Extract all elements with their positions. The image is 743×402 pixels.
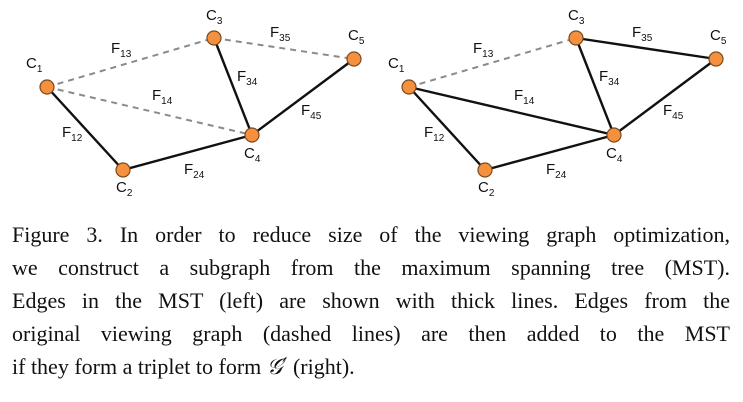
left-edge-f24 (122, 133, 253, 172)
left-edge-label-f34: F34 (237, 68, 258, 88)
left-node-c4 (244, 127, 260, 143)
right-edge-f13 (408, 37, 577, 88)
right-node-label-c5: C5 (710, 27, 727, 47)
left-edge-label-f12: F12 (62, 124, 83, 144)
right-edge-f45 (613, 58, 717, 136)
right-node-c3 (568, 30, 584, 46)
right-edge-label-f45: F45 (663, 102, 684, 122)
left-node-c5 (346, 51, 362, 67)
right-edge-label-f14: F14 (514, 87, 535, 107)
caption-line-2: we construct a subgraph from the maximum… (12, 255, 730, 280)
right-node-label-c2: C2 (478, 179, 495, 199)
right-edge-f14 (408, 85, 615, 137)
caption-line-4: original viewing graph (dashed lines) ar… (12, 321, 730, 346)
left-edge-label-f45: F45 (301, 102, 322, 122)
left-edge-label-f35: F35 (270, 24, 291, 44)
right-edge-label-f35: F35 (632, 24, 653, 44)
right-node-label-c1: C1 (388, 55, 405, 75)
right-edge-f34 (574, 37, 616, 136)
right-edge-f24 (484, 133, 615, 172)
left-edge-f13 (46, 37, 215, 88)
right-node-label-c3: C3 (568, 7, 585, 27)
right-edge-label-f13: F13 (473, 40, 494, 60)
caption-line-3: Edges in the MST (left) are shown with t… (12, 288, 730, 313)
left-node-c1 (39, 79, 55, 95)
right-node-c1 (401, 79, 417, 95)
right-edge-label-f24: F24 (546, 161, 567, 181)
caption-line-5-end: (right). (287, 354, 355, 379)
right-edge-f35 (575, 36, 717, 61)
right-node-label-c4: C4 (606, 145, 623, 165)
right-node-c2 (477, 162, 493, 178)
left-node-c3 (206, 30, 222, 46)
right-edge-f12 (408, 86, 486, 171)
left-edge-f14 (46, 86, 253, 136)
left-edge-label-f24: F24 (184, 161, 205, 181)
right-edge-label-f34: F34 (599, 68, 620, 88)
caption-line-5: if they form a triplet to form 𝒢′ (right… (12, 350, 730, 384)
g-prime-symbol: 𝒢′ (266, 355, 288, 380)
right-edge-label-f12: F12 (424, 124, 445, 144)
left-node-c2 (115, 162, 131, 178)
left-edge-f35 (213, 37, 355, 60)
left-edge-label-f13: F13 (111, 40, 132, 60)
caption-line-1: Figure 3. In order to reduce size of the… (12, 222, 730, 247)
left-edge-f12 (46, 86, 124, 171)
right-node-c5 (708, 51, 724, 67)
left-node-label-c1: C1 (26, 55, 43, 75)
left-edge-f34 (212, 37, 254, 136)
left-node-label-c4: C4 (244, 145, 261, 165)
left-edge-label-f14: F14 (152, 87, 173, 107)
left-node-label-c5: C5 (348, 27, 365, 47)
left-node-label-c2: C2 (116, 179, 133, 199)
caption-line-5-text: if they form a triplet to form (12, 354, 267, 379)
right-node-c4 (606, 127, 622, 143)
left-edge-f45 (251, 58, 355, 136)
left-node-label-c3: C3 (206, 7, 223, 27)
figure-caption: Figure 3. In order to reduce size of the… (12, 218, 730, 384)
